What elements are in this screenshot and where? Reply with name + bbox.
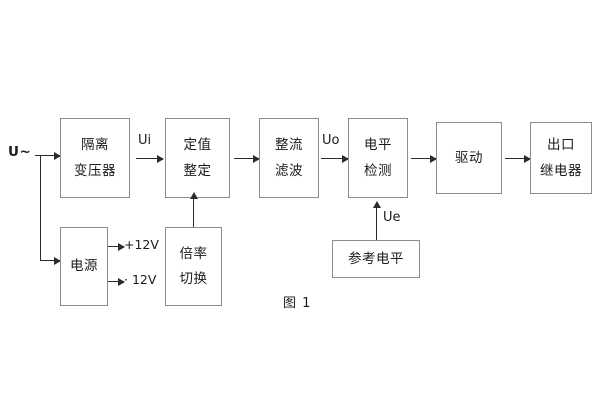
block-rectify-filter-line1: 整流 xyxy=(275,137,303,154)
block-setting-value[interactable]: 定值 整定 xyxy=(165,118,230,198)
block-drive-line1: 驱动 xyxy=(455,149,483,166)
arrow-input-to-isolation-transformer xyxy=(40,151,61,160)
arrow-rail-negative xyxy=(108,277,125,286)
input-label-u-ac: U~ xyxy=(8,144,32,160)
block-multiplier-switch-line1: 倍率 xyxy=(179,245,208,262)
block-rectify-filter[interactable]: 整流 滤波 xyxy=(259,118,319,198)
block-rectify-filter-line2: 滤波 xyxy=(275,162,303,179)
signal-label-ui: Ui xyxy=(138,133,152,148)
block-multiplier-switch-line2: 切换 xyxy=(179,271,208,287)
signal-label-ue: Ue xyxy=(383,210,401,225)
arrow-rectify-to-level-detect xyxy=(321,154,349,163)
arrow-multiplier-to-setting xyxy=(189,192,198,227)
block-level-detect-line2: 检测 xyxy=(364,162,392,179)
arrow-drive-to-output-relay xyxy=(505,154,531,163)
block-isolation-transformer[interactable]: 隔离 变压器 xyxy=(60,118,130,198)
block-output-relay[interactable]: 出口 继电器 xyxy=(530,122,592,194)
block-reference-level-line1: 参考电平 xyxy=(348,250,404,267)
block-drive[interactable]: 驱动 xyxy=(436,122,502,194)
block-power-supply-line1: 电源 xyxy=(70,258,98,275)
arrow-rail-positive xyxy=(108,242,125,251)
arrow-isolation-to-setting xyxy=(136,154,164,163)
block-reference-level[interactable]: 参考电平 xyxy=(332,240,420,278)
block-output-relay-line2: 继电器 xyxy=(540,162,582,179)
block-multiplier-switch[interactable]: 倍率 切换 xyxy=(165,227,222,306)
block-level-detect[interactable]: 电平 检测 xyxy=(348,118,408,198)
block-setting-value-line1: 定值 xyxy=(183,137,212,154)
arrow-level-detect-to-drive xyxy=(411,154,437,163)
block-isolation-transformer-line1: 隔离 xyxy=(81,137,109,154)
figure-caption: 图 1 xyxy=(283,296,312,311)
signal-label-uo: Uo xyxy=(322,133,340,148)
arrow-input-to-power-supply xyxy=(40,256,61,265)
block-isolation-transformer-line2: 变压器 xyxy=(74,162,116,179)
input-bus-vertical xyxy=(40,155,41,260)
arrow-reference-to-level-detect xyxy=(372,201,381,240)
arrow-setting-to-rectify xyxy=(234,154,260,163)
block-output-relay-line1: 出口 xyxy=(547,137,575,154)
input-stub-line xyxy=(35,155,40,156)
block-level-detect-line1: 电平 xyxy=(364,137,392,154)
block-setting-value-line2: 整定 xyxy=(183,162,212,179)
rail-label-positive-12v: +12V xyxy=(124,237,159,252)
block-power-supply[interactable]: 电源 xyxy=(60,227,108,306)
rail-label-negative-12v: · 12V xyxy=(124,272,157,287)
